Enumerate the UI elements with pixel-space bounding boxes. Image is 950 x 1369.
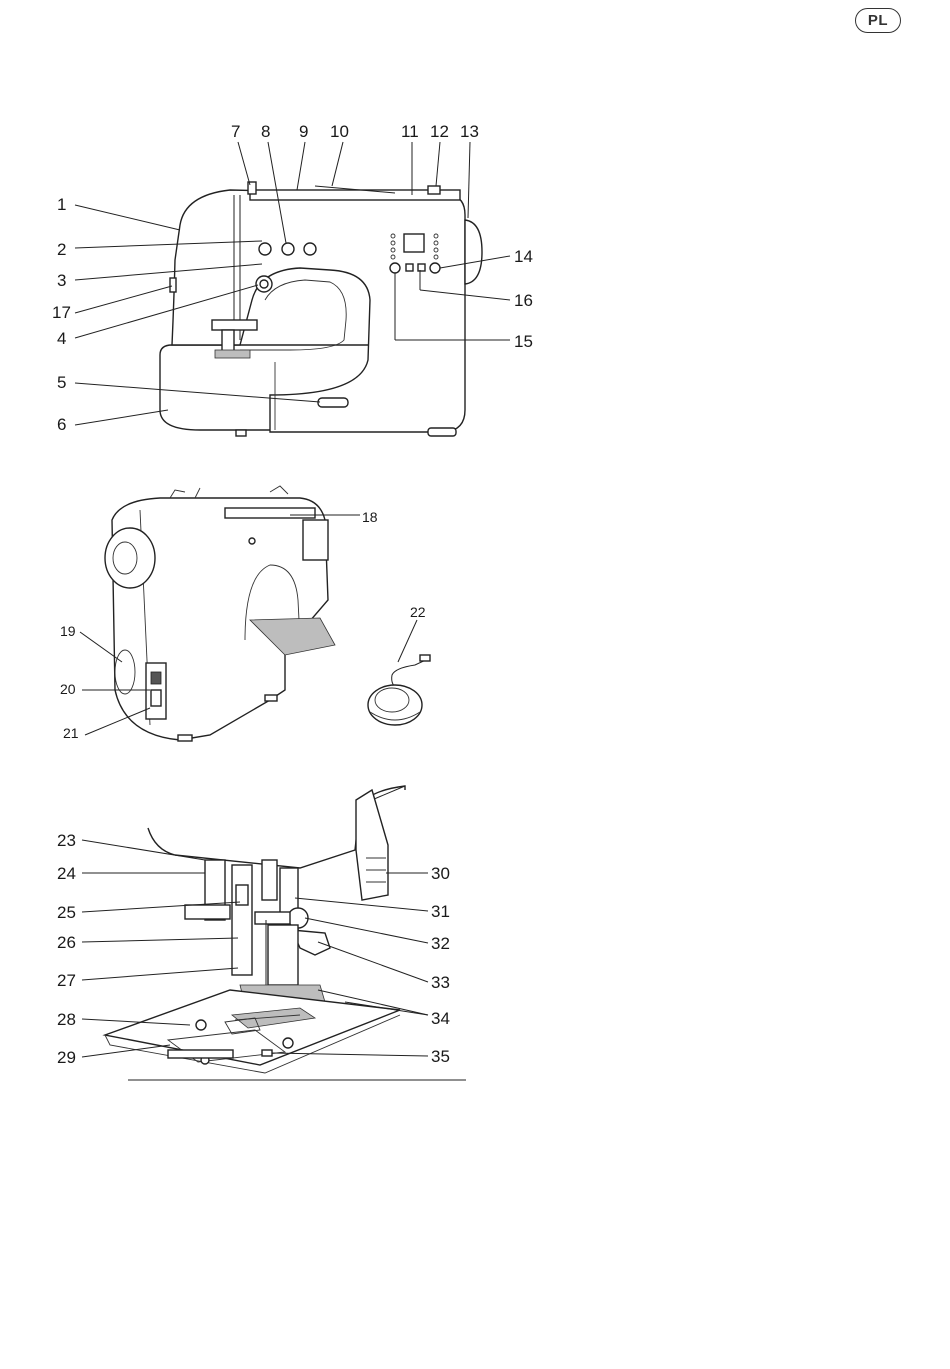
callout-17: 17 bbox=[52, 303, 71, 322]
callout-26: 26 bbox=[57, 933, 76, 952]
callout-14: 14 bbox=[514, 247, 533, 266]
callout-18: 18 bbox=[362, 509, 378, 525]
callout-3: 3 bbox=[57, 271, 66, 290]
callout-19: 19 bbox=[60, 623, 76, 639]
callout-5: 5 bbox=[57, 373, 66, 392]
back-view-illustration bbox=[105, 486, 335, 741]
callout-2: 2 bbox=[57, 240, 66, 259]
callout-27: 27 bbox=[57, 971, 76, 990]
callout-23: 23 bbox=[57, 831, 76, 850]
foot-pedal-illustration bbox=[368, 655, 430, 725]
needle-area-illustration bbox=[105, 786, 466, 1080]
callout-1: 1 bbox=[57, 195, 66, 214]
callout-16: 16 bbox=[514, 291, 533, 310]
callout-35: 35 bbox=[431, 1047, 450, 1066]
callout-32: 32 bbox=[431, 934, 450, 953]
callout-12: 12 bbox=[430, 122, 449, 141]
callout-33: 33 bbox=[431, 973, 450, 992]
callout-8: 8 bbox=[261, 122, 270, 141]
callout-11: 11 bbox=[401, 122, 419, 141]
callout-30: 30 bbox=[431, 864, 450, 883]
callout-29: 29 bbox=[57, 1048, 76, 1067]
callout-24: 24 bbox=[57, 864, 76, 883]
front-view-illustration bbox=[160, 170, 482, 436]
callout-7: 7 bbox=[231, 122, 240, 141]
callout-6: 6 bbox=[57, 415, 66, 434]
callout-20: 20 bbox=[60, 681, 76, 697]
callout-15: 15 bbox=[514, 332, 533, 351]
callout-9: 9 bbox=[299, 122, 308, 141]
callout-13: 13 bbox=[460, 122, 479, 141]
callout-28: 28 bbox=[57, 1010, 76, 1029]
callout-10: 10 bbox=[330, 122, 349, 141]
callout-21: 21 bbox=[63, 725, 79, 741]
callout-31: 31 bbox=[431, 902, 450, 921]
callout-22: 22 bbox=[410, 604, 426, 620]
callout-4: 4 bbox=[57, 329, 66, 348]
callout-34: 34 bbox=[431, 1009, 450, 1028]
callout-25: 25 bbox=[57, 903, 76, 922]
